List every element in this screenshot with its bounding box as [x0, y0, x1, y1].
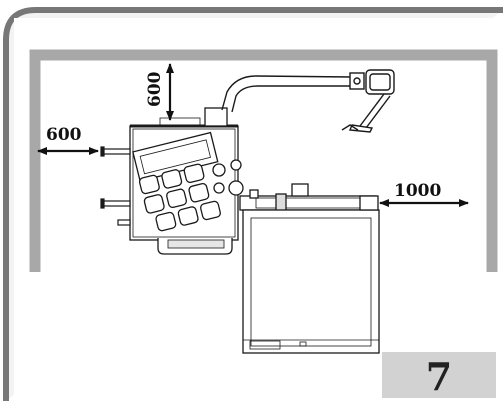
base-tray — [157, 238, 233, 255]
dimension-arrows — [37, 63, 469, 207]
dimension-label-left: 600 — [46, 125, 82, 145]
machine-body — [129, 107, 244, 241]
wall-outline — [29, 49, 498, 272]
left-shafts — [100, 146, 131, 226]
dimension-label-top: 600 — [145, 71, 165, 107]
page-number-badge — [382, 352, 496, 398]
dimension-label-right: 1000 — [394, 181, 441, 201]
overhead-arm — [221, 69, 395, 133]
page-number: 7 — [426, 354, 452, 399]
right-cabinet — [239, 183, 380, 354]
